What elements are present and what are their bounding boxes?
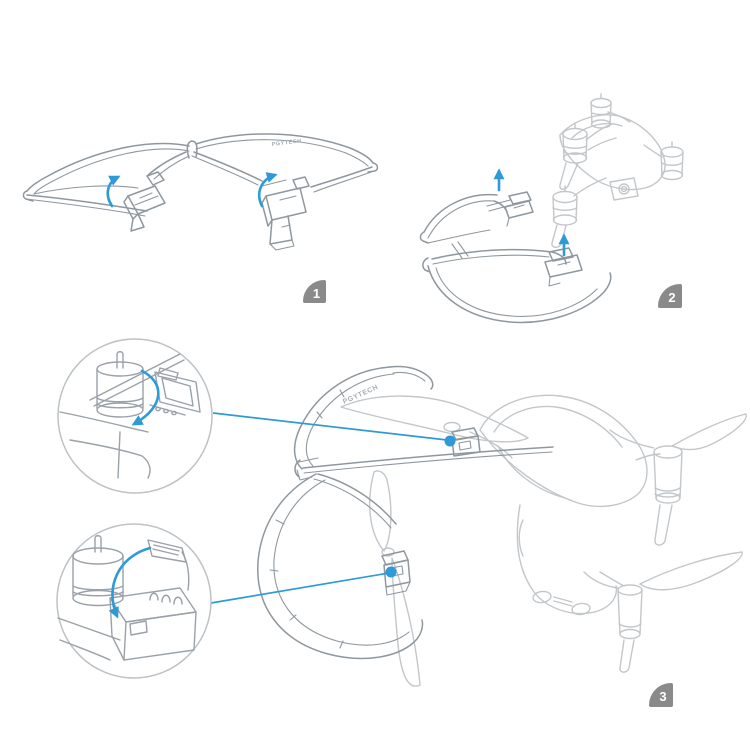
rotate-arrow-icon xyxy=(108,546,152,619)
detail-inset-top xyxy=(57,338,213,494)
step3-main-drawing: PGYTECH xyxy=(56,338,747,687)
drone-rear-left-propeller xyxy=(369,470,421,687)
inset-motor-and-latch xyxy=(57,535,197,661)
step-badge-1: 1 xyxy=(303,280,326,303)
drone-body-shell xyxy=(479,394,648,616)
drone-front-right-rotor xyxy=(609,413,747,546)
rotate-arrow-icon xyxy=(257,172,278,208)
detail-inset-bottom xyxy=(56,523,212,679)
inset-motor-and-clip xyxy=(59,351,201,479)
callout-line-bottom xyxy=(210,572,390,604)
callout-line-top xyxy=(212,412,448,441)
guard-left-hoop xyxy=(22,142,190,217)
step2-drone-drawing xyxy=(419,93,684,324)
guard-rear-clip-locked xyxy=(381,550,411,596)
guard-right-clip xyxy=(261,176,310,251)
drone-body xyxy=(559,111,666,201)
guard-front-clip-locked xyxy=(451,427,481,457)
drone-motor-front-left xyxy=(559,122,588,190)
step-number: 3 xyxy=(659,689,667,704)
guard-mounted xyxy=(257,365,554,660)
guard-left-clip xyxy=(123,171,166,232)
callout-dot-icon xyxy=(444,435,456,447)
rotate-arrow-icon xyxy=(131,369,160,426)
drone-motor-rear-right xyxy=(660,141,684,181)
guard-right-hoop xyxy=(191,133,379,193)
rotate-arrow-icon xyxy=(106,175,121,208)
guard-under-drone xyxy=(419,191,612,324)
callout-dot-icon xyxy=(385,566,397,578)
step1-guard-drawing: PGYTECH xyxy=(22,133,379,251)
drone-motor-rear-left xyxy=(590,93,612,129)
step-number: 2 xyxy=(668,290,676,305)
brand-logo-text: PGYTECH xyxy=(272,138,303,148)
step-number: 1 xyxy=(312,285,321,301)
drone-rear-right-rotor xyxy=(583,551,743,673)
brand-logo-text: PGYTECH xyxy=(342,384,380,406)
